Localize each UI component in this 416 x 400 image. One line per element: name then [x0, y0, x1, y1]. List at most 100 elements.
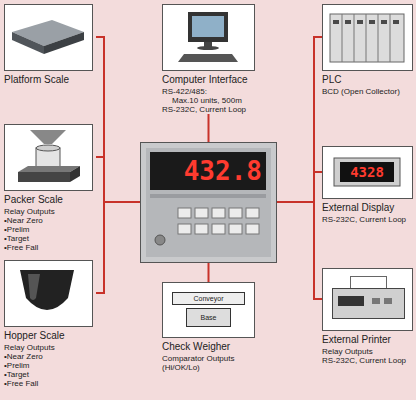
picture-frame	[323, 5, 413, 71]
indicator-key	[246, 208, 259, 218]
plc-indicator	[357, 20, 363, 24]
packer-base	[18, 172, 70, 182]
picture-space	[322, 4, 414, 74]
monitor-base	[197, 46, 219, 50]
device-box: Platform Scale	[4, 4, 96, 87]
packer-base-side	[70, 166, 80, 182]
signal-wire	[96, 157, 140, 202]
part-label: Conveyor	[172, 292, 245, 305]
signal-wire	[277, 172, 322, 202]
display-reading: 4328	[340, 162, 394, 182]
part-label: Base	[186, 308, 231, 327]
device-name: External Display	[322, 202, 414, 214]
picture-space	[4, 124, 96, 194]
platform-scale-drawing	[12, 20, 84, 54]
display-case	[334, 158, 400, 186]
plc-modules	[342, 14, 390, 62]
indicator-face	[146, 148, 271, 257]
indicator-key	[246, 224, 259, 234]
printer-button	[372, 298, 380, 304]
device-box: Hopper ScaleRelay Outputs•Near Zero•Prel…	[4, 260, 96, 388]
indicator-key	[178, 208, 191, 218]
device-spec: •Near Zero	[4, 352, 96, 361]
indicator-key	[229, 224, 242, 234]
device-name: PLC	[322, 74, 414, 86]
indicator-box: 432.8	[140, 142, 277, 263]
printer-panel	[338, 296, 364, 306]
picture-frame	[323, 147, 413, 199]
device-spec: Relay Outputs	[322, 347, 414, 356]
external-display-drawing	[334, 158, 400, 186]
indicator-key	[178, 224, 191, 234]
check-weigher-drawing	[173, 293, 245, 327]
plc-rack	[330, 14, 404, 62]
plc-indicator	[369, 20, 375, 24]
device-spec: •Prelim	[4, 361, 96, 370]
device-spec: Relay Outputs	[4, 343, 96, 352]
scale-side	[44, 32, 84, 54]
device-spec: •Near Zero	[4, 216, 96, 225]
weigher-base	[187, 309, 231, 327]
signal-wire	[208, 114, 209, 142]
device-spec: Comparator Outputs (Hi/OK/Lo)	[162, 354, 255, 372]
picture-frame	[5, 125, 93, 191]
packer-bucket-top	[36, 145, 60, 151]
packer-scale-drawing	[18, 130, 80, 182]
indicator-key	[212, 224, 225, 234]
device-box: External DisplayRS-232C, Current Loop	[322, 146, 414, 224]
printer-drawing	[333, 277, 405, 319]
plc-drawing	[330, 14, 404, 62]
signal-wire	[96, 202, 140, 293]
picture-space	[162, 282, 255, 341]
hopper	[20, 270, 74, 310]
monitor-screen	[192, 16, 224, 37]
device-name: Packer Scale	[4, 194, 96, 206]
device-name: Platform Scale	[4, 74, 96, 86]
indicator-knob	[155, 235, 165, 245]
monitor	[188, 12, 228, 42]
device-spec: •Prelim	[4, 225, 96, 234]
device-spec: RS-232C, Current Loop	[322, 215, 414, 224]
indicator-key	[195, 224, 208, 234]
picture-frame	[5, 261, 93, 327]
device-spec: Relay Outputs	[4, 207, 96, 216]
indicator-key	[195, 208, 208, 218]
display-screen	[340, 162, 394, 182]
device-spec: RS-232C, Current Loop	[162, 105, 262, 114]
plc-indicator	[381, 20, 387, 24]
hopper-scale-drawing	[20, 270, 74, 310]
device-spec: Max.10 units, 500m	[162, 96, 262, 105]
device-spec: BCD (Open Collector)	[322, 87, 414, 96]
picture-frame	[323, 269, 413, 331]
device-name: Hopper Scale	[4, 330, 96, 342]
signal-wire	[208, 263, 209, 282]
plc-indicator	[333, 20, 339, 24]
device-box: Packer ScaleRelay Outputs•Near Zero•Prel…	[4, 124, 96, 252]
device-spec: •Target	[4, 370, 96, 379]
printer-button	[384, 298, 392, 304]
picture-space	[4, 260, 96, 330]
picture-space	[162, 4, 262, 74]
device-box: External PrinterRelay OutputsRS-232C, Cu…	[322, 268, 414, 365]
printer-body	[333, 289, 405, 319]
device-box: PLCBCD (Open Collector)	[322, 4, 414, 96]
device-spec: •Free Fall	[4, 379, 96, 388]
picture-space	[4, 4, 96, 74]
indicator-display	[150, 152, 266, 190]
picture-frame	[5, 5, 93, 71]
device-name: Check Weigher	[162, 341, 255, 353]
conveyor	[173, 293, 245, 305]
signal-wire	[96, 37, 140, 202]
scale-side	[12, 32, 44, 54]
weighing-indicator-drawing	[141, 143, 277, 263]
signal-wire	[277, 202, 322, 299]
signal-wire	[277, 37, 322, 202]
display-reading: 432.8	[152, 154, 262, 188]
plc-indicator	[393, 20, 399, 24]
picture-frame	[163, 5, 255, 71]
picture-space	[322, 268, 414, 334]
packer-plate	[18, 166, 80, 172]
picture-frame	[163, 283, 255, 338]
